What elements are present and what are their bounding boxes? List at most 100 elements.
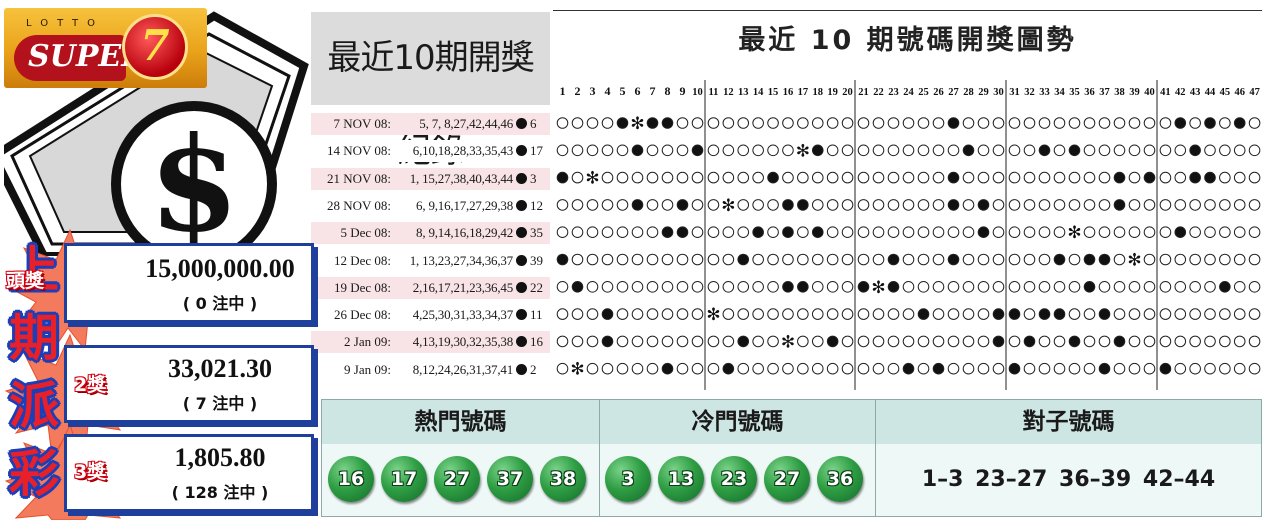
empty-number-dot [992,144,1005,157]
empty-number-dot [767,253,779,266]
empty-number-dot [571,117,584,129]
empty-number-dot [782,171,794,184]
empty-number-dot [811,253,824,266]
empty-number-dot [1128,144,1141,157]
empty-number-dot [571,308,584,320]
empty-number-dot [1143,117,1156,129]
special-number-dot-icon [516,254,527,266]
empty-number-dot [826,117,839,129]
empty-number-dot [676,281,689,293]
empty-number-dot [707,199,720,211]
empty-number-dot [752,362,764,375]
empty-number-dot [887,117,900,129]
drawn-number-dot [887,253,900,266]
empty-number-dot [917,253,930,266]
special-number-dot-icon [516,172,527,184]
empty-number-dot [1204,199,1216,211]
empty-number-dot [1053,226,1066,238]
draw-date: 19 Dec 08: [333,279,391,295]
empty-number-dot [1219,253,1231,266]
draw-numbers: 4,25,30,31,33,34,37 [412,307,513,323]
drawn-number-dot [1098,362,1111,375]
empty-number-dot [556,199,569,211]
empty-number-dot [992,226,1005,238]
empty-number-dot [1248,308,1261,320]
empty-number-dot [691,253,704,266]
empty-number-dot [631,171,644,184]
empty-number-dot [1053,117,1066,129]
empty-number-dot [887,226,900,238]
logo-seven-badge: 7 [122,14,188,80]
empty-number-dot [1023,226,1036,238]
empty-number-dot [782,253,794,266]
trend-number-label: 20 [842,87,853,98]
trend-number-label: 38 [1114,87,1125,98]
trend-number-label: 36 [1084,87,1095,98]
last-draw-payout-title: 上 期 派 彩 [6,236,62,508]
empty-number-dot [1159,335,1172,348]
draw-date: 9 Jan 09: [344,361,391,377]
empty-number-dot [1053,362,1066,375]
empty-number-dot [932,117,945,129]
empty-number-dot [1023,281,1036,293]
empty-number-dot [1143,362,1156,375]
trend-number-label: 46 [1234,87,1245,98]
drawn-number-dot [797,199,809,211]
dollar-sign-artwork: $ [4,11,309,256]
empty-number-dot [962,226,975,238]
trend-number-label: 9 [680,84,686,98]
empty-number-dot [767,144,779,157]
empty-number-dot [977,308,990,320]
draw-numbers: 4,13,19,30,32,35,38 [412,334,513,350]
empty-number-dot [917,199,930,211]
trend-number-label: 45 [1220,87,1231,98]
first-prize-box: 15,000,000.00 ( 0 注中 ) [64,243,314,323]
draw-numbers: 1, 13,23,27,34,36,37 [409,252,513,268]
empty-number-dot [857,117,870,129]
third-prize-winners: ( 128 注中 ) [171,483,269,502]
empty-number-dot [1113,253,1126,266]
empty-number-dot [841,144,854,157]
empty-number-dot [1098,199,1111,211]
trend-number-label: 22 [873,87,884,98]
pair-numbers-panel: 對子號碼 1–3 23–27 36–39 42–44 [876,400,1261,516]
empty-number-dot [1068,199,1081,211]
third-prize-amount: 1,805.80 [174,443,266,472]
empty-number-dot [811,308,824,320]
empty-number-dot [631,226,644,238]
empty-number-dot [1248,199,1261,211]
empty-number-dot [841,253,854,266]
empty-number-dot [977,281,990,293]
empty-number-dot [1143,335,1156,348]
empty-number-dot [1053,335,1066,348]
empty-number-dot [737,144,750,157]
trend-number-label: 47 [1249,87,1260,98]
empty-number-dot [1113,226,1126,238]
empty-number-dot [737,199,750,211]
empty-number-dot [752,253,764,266]
empty-number-dot [826,281,839,293]
draw-special-number: 17 [530,143,543,159]
empty-number-dot [1189,335,1201,348]
empty-number-dot [722,253,735,266]
drawn-number-dot [556,171,569,184]
empty-number-dot [932,281,945,293]
empty-number-dot [1113,144,1126,157]
empty-number-dot [707,226,720,238]
draw-date: 28 NOV 08: [326,197,391,213]
cold-numbers-balls: 3 13 23 27 36 [600,444,875,516]
cold-numbers-panel: 冷門號碼 3 13 23 27 36 [600,400,875,516]
trend-top-rule [553,10,1262,11]
empty-number-dot [872,171,885,184]
empty-number-dot [676,308,689,320]
draw-numbers: 1, 15,27,38,40,43,44 [409,170,513,186]
cold-ball: 27 [764,456,810,502]
trend-number-label: 30 [993,87,1004,98]
drawn-number-dot [947,199,960,211]
trend-number-label: 1 [560,84,566,98]
drawn-number-dot [616,117,629,129]
empty-number-dot [752,171,764,184]
empty-number-dot [1143,144,1156,157]
trend-number-label: 24 [903,87,914,98]
empty-number-dot [601,117,614,129]
